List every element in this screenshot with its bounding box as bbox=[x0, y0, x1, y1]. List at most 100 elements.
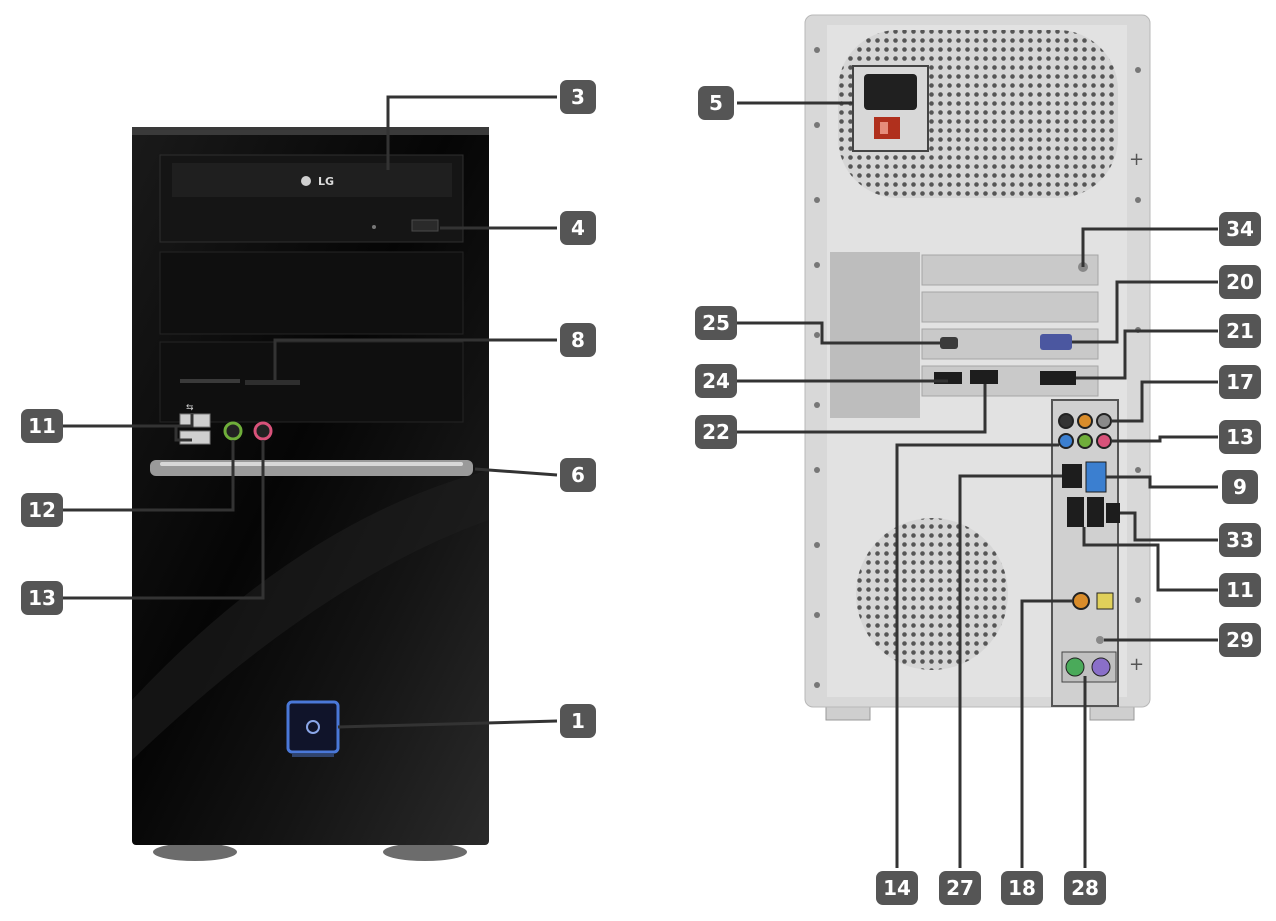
blank-drive-bay bbox=[159, 251, 464, 335]
vga-port[interactable] bbox=[1040, 334, 1072, 350]
callout-badge-shape bbox=[1219, 420, 1261, 454]
spdif-coax-port[interactable] bbox=[1072, 592, 1090, 610]
callout-badge-shape bbox=[1219, 314, 1261, 348]
callout-number: 28 bbox=[1071, 876, 1099, 900]
callout-number: 18 bbox=[1008, 876, 1036, 900]
callout-badge-shape bbox=[939, 871, 981, 905]
callout-badge-shape bbox=[21, 581, 63, 615]
usb2-port-stack-right[interactable] bbox=[1087, 497, 1104, 527]
front-right-foot bbox=[383, 843, 467, 861]
callout-badge-back-14: 14 bbox=[876, 871, 918, 905]
callout-badge-front-3: 3 bbox=[560, 80, 596, 114]
front-left-foot bbox=[153, 843, 237, 861]
ps2-keyboard-port[interactable] bbox=[1091, 657, 1111, 677]
callout-badge-back-9: 9 bbox=[1222, 470, 1258, 504]
case-screw-plus-icon-2: + bbox=[1129, 654, 1144, 675]
card-reader-labels bbox=[180, 379, 240, 383]
callout-number: 12 bbox=[28, 498, 56, 522]
callout-badge-shape bbox=[560, 458, 596, 492]
audio-jack-orange[interactable] bbox=[1077, 413, 1093, 429]
callout-badge-back-29: 29 bbox=[1219, 623, 1261, 657]
callout-badge-front-8: 8 bbox=[560, 323, 596, 357]
usb-symbol-icon: ⇆ bbox=[186, 403, 194, 413]
back-foot-right bbox=[1089, 705, 1135, 721]
callout-number: 20 bbox=[1226, 270, 1254, 294]
audio-jack-blue[interactable] bbox=[1058, 433, 1074, 449]
callout-badge-shape bbox=[560, 211, 596, 245]
callout-badge-back-18: 18 bbox=[1001, 871, 1043, 905]
front-usb-port-bottom[interactable] bbox=[179, 430, 211, 445]
callout-number: 3 bbox=[571, 85, 585, 109]
callout-badge-shape bbox=[695, 306, 737, 340]
ps2-mouse-port[interactable] bbox=[1065, 657, 1085, 677]
rear-fan-grill bbox=[856, 518, 1008, 670]
callout-number: 1 bbox=[571, 709, 585, 733]
callout-badge-shape bbox=[695, 415, 737, 449]
drive-eject-button[interactable] bbox=[411, 219, 439, 232]
callout-badge-back-33: 33 bbox=[1219, 523, 1261, 557]
leader-lines bbox=[62, 95, 1218, 868]
callout-badge-shape bbox=[560, 80, 596, 114]
front-view: LG ⇆ bbox=[132, 127, 489, 861]
power-icon bbox=[306, 720, 320, 734]
drive-activity-led bbox=[372, 225, 376, 229]
front-microphone-jack[interactable] bbox=[253, 421, 273, 441]
callout-badge-shape bbox=[1219, 265, 1261, 299]
callout-number: 22 bbox=[702, 420, 730, 444]
usb2-port-stack-left[interactable] bbox=[1067, 497, 1084, 527]
audio-jack-green[interactable] bbox=[1077, 433, 1093, 449]
callout-number: 4 bbox=[571, 216, 585, 240]
callout-number: 11 bbox=[28, 414, 56, 438]
callout-badge-back-28: 28 bbox=[1064, 871, 1106, 905]
back-view: + + bbox=[804, 14, 1151, 721]
callout-badge-shape bbox=[560, 323, 596, 357]
card-reader-slot[interactable] bbox=[245, 380, 300, 385]
psu-switch-knob bbox=[880, 122, 888, 134]
callout-badge-back-13: 13 bbox=[1219, 420, 1261, 454]
usb3-port-stack[interactable] bbox=[1085, 461, 1107, 493]
callout-badge-shape bbox=[1219, 365, 1261, 399]
audio-jack-pink[interactable] bbox=[1096, 433, 1112, 449]
drive-brand-logo-icon bbox=[301, 176, 311, 186]
power-inlet-socket[interactable] bbox=[864, 74, 917, 110]
spdif-optical-port[interactable] bbox=[1096, 592, 1114, 610]
callout-badge-back-22: 22 bbox=[695, 415, 737, 449]
power-button[interactable] bbox=[286, 700, 340, 754]
callout-number: 34 bbox=[1226, 217, 1254, 241]
clear-cmos-button[interactable] bbox=[1096, 636, 1104, 644]
callout-badge-back-11: 11 bbox=[1219, 573, 1261, 607]
front-door-handle-shine bbox=[160, 462, 463, 466]
drive-brand-label: LG bbox=[318, 175, 334, 188]
callout-badge-shape bbox=[1219, 573, 1261, 607]
audio-jack-black[interactable] bbox=[1058, 413, 1074, 429]
callout-number: 9 bbox=[1233, 475, 1247, 499]
callout-badge-back-24: 24 bbox=[695, 364, 737, 398]
callout-badge-front-13: 13 bbox=[21, 581, 63, 615]
callout-badge-shape bbox=[1001, 871, 1043, 905]
audio-jack-grey[interactable] bbox=[1096, 413, 1112, 429]
callout-badge-back-34: 34 bbox=[1219, 212, 1261, 246]
callout-number: 6 bbox=[571, 463, 585, 487]
callout-badge-front-12: 12 bbox=[21, 493, 63, 527]
displayport-port[interactable] bbox=[970, 370, 998, 384]
callout-badge-shape bbox=[876, 871, 918, 905]
callout-number: 5 bbox=[709, 91, 723, 115]
ethernet-port[interactable] bbox=[1062, 464, 1082, 488]
expansion-slot-2 bbox=[921, 291, 1099, 323]
dvi-port[interactable] bbox=[1040, 371, 1076, 385]
front-headphone-jack[interactable] bbox=[223, 421, 243, 441]
front-usb-port-top[interactable] bbox=[179, 413, 211, 428]
callout-badge-back-20: 20 bbox=[1219, 265, 1261, 299]
callout-number: 8 bbox=[571, 328, 585, 352]
callout-number: 25 bbox=[702, 311, 730, 335]
rear-label-sticker bbox=[830, 252, 920, 418]
graphics-port-25[interactable] bbox=[940, 337, 958, 349]
callout-badge-shape bbox=[1219, 523, 1261, 557]
esata-port[interactable] bbox=[1106, 503, 1120, 523]
callout-badge-shape bbox=[1064, 871, 1106, 905]
callout-badge-front-6: 6 bbox=[560, 458, 596, 492]
callout-number: 27 bbox=[946, 876, 974, 900]
